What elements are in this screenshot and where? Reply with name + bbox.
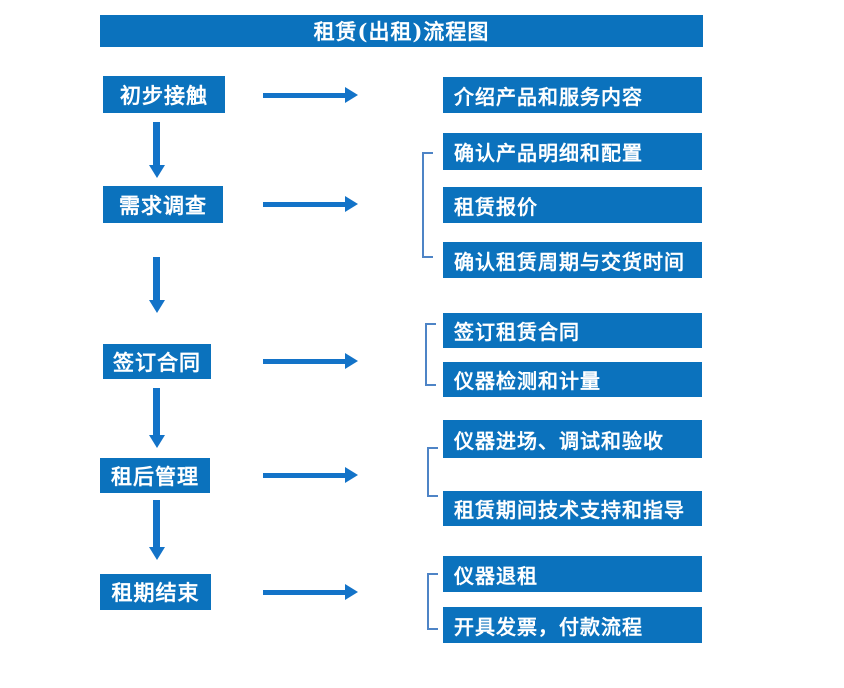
arrow-shaft [153, 500, 160, 547]
arrow-head [345, 196, 358, 212]
down-arrow-icon [149, 500, 165, 560]
arrow-shaft [263, 473, 346, 478]
stage-sign-contract: 签订合同 [103, 344, 211, 379]
item-label: 租赁期间技术支持和指导 [454, 498, 685, 522]
item-label: 确认租赁周期与交货时间 [454, 249, 685, 274]
arrow-head [149, 435, 165, 448]
stage-post-rental-management: 租后管理 [100, 458, 210, 493]
item-label: 签订租赁合同 [454, 320, 580, 344]
item-box: 仪器检测和计量 [443, 362, 702, 397]
stage-label: 初步接触 [120, 82, 208, 108]
right-arrow-icon [263, 196, 358, 212]
stage-label: 签订合同 [113, 349, 201, 375]
down-arrow-icon [149, 388, 165, 448]
item-label: 介绍产品和服务内容 [454, 84, 643, 109]
stage-demand-survey: 需求调查 [103, 186, 223, 223]
title-bar: 租赁(出租)流程图 [100, 15, 703, 47]
arrow-shaft [153, 388, 160, 435]
item-box: 租赁报价 [443, 187, 702, 223]
arrow-head [345, 353, 358, 369]
item-label: 确认产品明细和配置 [454, 141, 643, 165]
arrow-shaft [263, 202, 346, 207]
stage-label: 租期结束 [111, 580, 200, 605]
item-box: 租赁期间技术支持和指导 [443, 491, 702, 526]
group-bracket [427, 573, 438, 630]
stage-initial-contact: 初步接触 [103, 76, 225, 113]
arrow-head [149, 300, 165, 313]
item-label: 仪器退租 [454, 563, 538, 588]
group-bracket [425, 323, 436, 386]
down-arrow-icon [149, 122, 165, 178]
arrow-head [149, 547, 165, 560]
item-box: 签订租赁合同 [443, 313, 702, 348]
right-arrow-icon [263, 87, 358, 103]
arrow-shaft [263, 590, 346, 595]
group-bracket [427, 447, 438, 497]
right-arrow-icon [263, 467, 358, 483]
stage-label: 需求调查 [119, 192, 207, 218]
item-box: 确认租赁周期与交货时间 [443, 242, 702, 278]
arrow-head [345, 87, 358, 103]
arrow-shaft [153, 257, 160, 300]
item-box: 介绍产品和服务内容 [443, 77, 702, 113]
arrow-shaft [153, 122, 160, 165]
arrow-shaft [263, 359, 346, 364]
item-box: 开具发票，付款流程 [443, 607, 702, 643]
arrow-head [149, 165, 165, 178]
right-arrow-icon [263, 584, 358, 600]
item-label: 开具发票，付款流程 [454, 614, 643, 639]
down-arrow-icon [149, 257, 165, 313]
item-box: 仪器退租 [443, 556, 702, 592]
item-label: 仪器进场、调试和验收 [454, 428, 664, 453]
group-bracket [422, 152, 433, 258]
page-title: 租赁(出租)流程图 [313, 19, 490, 44]
stage-rental-end: 租期结束 [100, 574, 211, 610]
arrow-head [345, 584, 358, 600]
arrow-head [345, 467, 358, 483]
right-arrow-icon [263, 353, 358, 369]
item-box: 仪器进场、调试和验收 [443, 420, 702, 458]
item-label: 仪器检测和计量 [454, 369, 601, 393]
arrow-shaft [263, 93, 346, 98]
item-box: 确认产品明细和配置 [443, 133, 702, 170]
stage-label: 租后管理 [111, 463, 199, 489]
item-label: 租赁报价 [454, 194, 538, 219]
